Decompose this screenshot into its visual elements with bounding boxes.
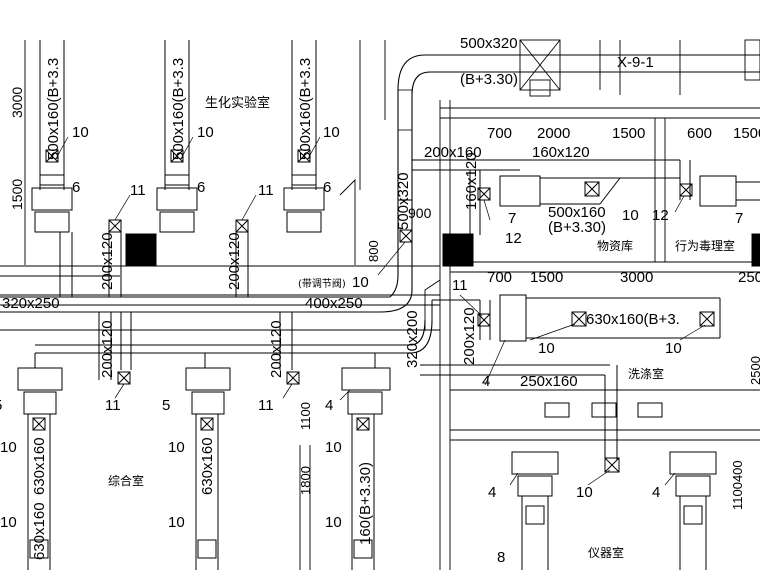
tag-12-1: 12 (652, 207, 669, 224)
biochem-risers (31, 40, 413, 297)
tag-10-7: 10 (665, 340, 682, 357)
duct-size-200x120-d: 200x120 (268, 320, 285, 378)
dim-3000: 3000 (9, 87, 25, 118)
duct-size-500x160-elev: (B+3.30) (548, 219, 606, 236)
tag-6-1: 6 (72, 179, 80, 196)
room-washing: 洗涤室 (628, 366, 664, 381)
grid-axis-label: X-9-1 (617, 54, 654, 71)
tag-10-6: 10 (538, 340, 555, 357)
duct-size-250x160: 250x160 (520, 373, 578, 390)
duct-size-400x250: 400x250 (305, 295, 363, 312)
duct-size-160x120: 160x120 (532, 144, 590, 161)
duct-size-2: 500x160(B+3.3 (170, 58, 187, 160)
dim-2500: 2500 (748, 356, 760, 385)
tag-4-2: 4 (325, 397, 333, 414)
tag-10-11: 10 (576, 484, 593, 501)
tag-11-5: 11 (258, 397, 274, 414)
dim-1500-c: 1500 (530, 269, 563, 286)
tag-5-2: 5 (0, 397, 2, 414)
dim-1500: 1500 (9, 179, 25, 210)
top-duct-elev: (B+3.30) (460, 71, 518, 88)
tag-10-12: 10 (0, 514, 17, 531)
dim-700-a: 700 (487, 125, 512, 142)
dim-1100: 1100 (298, 402, 313, 430)
duct-size-200x120-e: 200x120 (461, 307, 478, 365)
column-1 (125, 233, 157, 267)
dim-3000-mid: 3000 (620, 269, 653, 286)
tag-5-1: 5 (162, 397, 170, 414)
tag-10-3: 10 (323, 124, 340, 141)
duct-size-200x120-a: 200x120 (99, 232, 116, 290)
duct-size-1: 500x160(B+3.3 (45, 58, 62, 160)
general-room-units (17, 312, 391, 570)
duct-size-630x160-c: 630x160 (31, 502, 48, 560)
tag-10-4: 10 (352, 274, 369, 291)
tag-6-2: 6 (197, 179, 205, 196)
dim-1500-b: 1500 (733, 125, 760, 142)
duct-size-200x120-b: 200x120 (226, 232, 243, 290)
tag-7-1: 7 (508, 210, 516, 227)
right-ducts (412, 159, 760, 570)
tag-10-1: 10 (72, 124, 89, 141)
tag-10-9: 10 (168, 439, 185, 456)
dim-1100-400: 1100400 (730, 460, 745, 510)
duct-size-200x120-c: 200x120 (99, 320, 116, 378)
tag-4-4: 4 (652, 484, 660, 501)
dim-900: 900 (408, 205, 432, 221)
tag-10-10: 10 (325, 439, 342, 456)
tag-4-3: 4 (488, 484, 496, 501)
room-storage: 物资库 (597, 238, 633, 253)
leaders (57, 136, 706, 486)
tag-4-1: 4 (482, 373, 490, 390)
duct-size-200x160: 200x160 (424, 144, 482, 161)
duct-size-3: 500x160(B+3.3 (297, 58, 314, 160)
main-duct (0, 54, 760, 354)
dim-2000: 2000 (537, 125, 570, 142)
damper-note: (带调节阀) (298, 277, 346, 290)
dim-600: 600 (687, 125, 712, 142)
tag-10-13: 10 (168, 514, 185, 531)
tag-8-1: 8 (497, 549, 505, 566)
dim-800: 800 (366, 240, 381, 262)
room-biochem-lab: 生化实验室 (205, 95, 270, 111)
duct-size-160-elev: 160(B+3.30) (357, 462, 374, 545)
duct-size-320x200: 320x200 (404, 310, 421, 368)
top-duct-size: 500x320 (460, 35, 518, 52)
duct-size-630x160-a: 630x160 (31, 437, 48, 495)
column-2 (442, 233, 474, 267)
tag-10-2: 10 (197, 124, 214, 141)
dim-1800: 1800 (298, 466, 313, 495)
tag-6-3: 6 (323, 179, 331, 196)
duct-size-630x160: 630x160(B+3. (586, 311, 680, 328)
walls (0, 40, 760, 570)
duct-size-500x320: 500x320 (395, 172, 412, 230)
duct-size-630x160-b: 630x160 (199, 437, 216, 495)
tag-7-2: 7 (735, 210, 743, 227)
tag-11-4: 11 (105, 397, 121, 414)
dim-1500-a: 1500 (612, 125, 645, 142)
tag-12-2: 12 (505, 230, 522, 247)
tag-10-5: 10 (622, 207, 639, 224)
room-toxicology: 行为毒理室 (675, 238, 735, 253)
duct-size-500x160: 500x160 (548, 204, 606, 221)
tag-10-8: 10 (0, 439, 17, 456)
tag-11-1: 11 (130, 182, 146, 199)
column-3 (751, 233, 760, 267)
room-general: 综合室 (108, 473, 144, 488)
dim-250: 250 (738, 269, 760, 286)
dim-700-b: 700 (487, 269, 512, 286)
tag-11-2: 11 (258, 182, 274, 199)
room-instrument: 仪器室 (588, 545, 624, 560)
duct-size-320x250: 320x250 (2, 295, 60, 312)
top-ahu (519, 39, 760, 97)
duct-size-160x120-v: 160x120 (463, 152, 480, 210)
labels: 生化实验室 物资库 行为毒理室 综合室 洗涤室 仪器室 X-9-1 (带调节阀)… (0, 35, 760, 566)
tag-10-14: 10 (325, 514, 342, 531)
tag-11-3: 11 (452, 277, 468, 294)
